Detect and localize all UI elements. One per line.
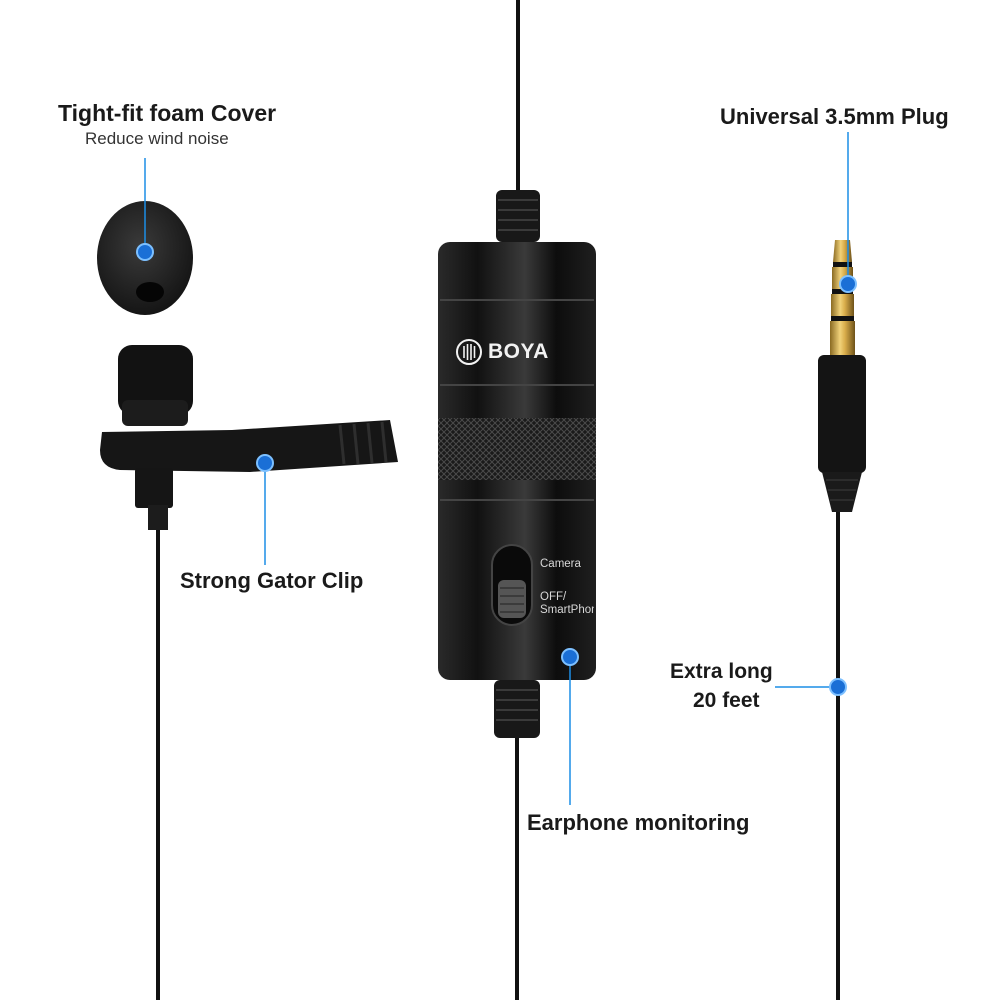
switch-label-camera: Camera — [540, 558, 581, 570]
callout-dot-icon — [561, 648, 579, 666]
cable-length-line1: Extra long — [670, 660, 773, 683]
cable-length-line2: 20 feet — [693, 689, 760, 712]
foam-cover-title: Tight-fit foam Cover — [58, 100, 277, 126]
lavalier-mic — [100, 345, 398, 530]
callout-dot-icon — [256, 454, 274, 472]
foam-cover-subtitle: Reduce wind noise — [85, 129, 229, 148]
callout-lines — [144, 132, 849, 805]
controller-body — [438, 190, 596, 738]
clip-title: Strong Gator Clip — [180, 568, 364, 593]
plug-title: Universal 3.5mm Plug — [720, 104, 949, 129]
boya-logo-icon — [456, 339, 482, 365]
switch-label-off: OFF/ — [540, 591, 567, 603]
cable — [156, 0, 840, 1000]
callout-dot-icon — [136, 243, 154, 261]
callout-dot-icon — [829, 678, 847, 696]
monitoring-title: Earphone monitoring — [527, 810, 750, 835]
callout-dot-icon — [839, 275, 857, 293]
brand-name: BOYA — [488, 340, 549, 363]
switch-label-smartphone: SmartPhone — [540, 604, 594, 616]
